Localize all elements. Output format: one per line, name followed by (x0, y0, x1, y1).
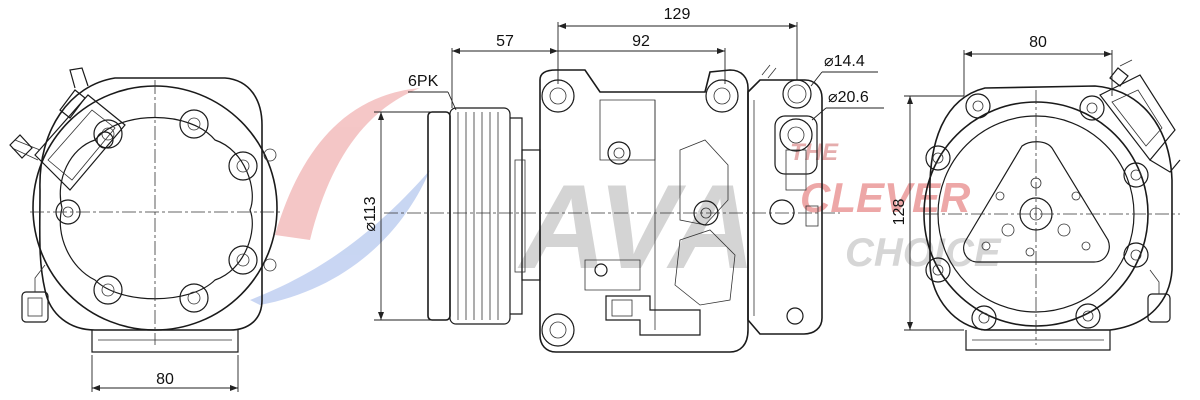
watermark: AVA THE CLEVER CHOICE (250, 88, 1002, 305)
pulley-diameter-dimension: ⌀113 (362, 196, 379, 231)
discharge-port-diameter-label: ⌀20.6 (828, 89, 869, 106)
front-width-dimension: 80 (156, 371, 174, 388)
rear-width-dimension: 80 (1029, 34, 1047, 51)
watermark-swoosh-blue (250, 170, 430, 305)
pulley-type-label: 6PK (408, 73, 439, 90)
suction-port-diameter-label: ⌀14.4 (824, 53, 865, 70)
watermark-brand: AVA (517, 160, 756, 294)
watermark-slogan-choice: CHOICE (845, 231, 1002, 275)
rear-height-dimension: 128 (891, 199, 908, 226)
watermark-swoosh-red (275, 88, 420, 240)
rear-view: 80 128 (891, 34, 1181, 351)
side-body-length-dimension: 92 (632, 33, 650, 50)
watermark-slogan-clever: CLEVER (800, 174, 971, 221)
side-view: 129 57 92 6PK ⌀113 ⌀14.4 ⌀20.6 (362, 6, 884, 353)
side-total-length-dimension: 129 (664, 6, 691, 23)
front-view: 80 (9, 67, 280, 392)
watermark-slogan-the: THE (790, 139, 839, 166)
side-pulley-offset-dimension: 57 (496, 33, 514, 50)
